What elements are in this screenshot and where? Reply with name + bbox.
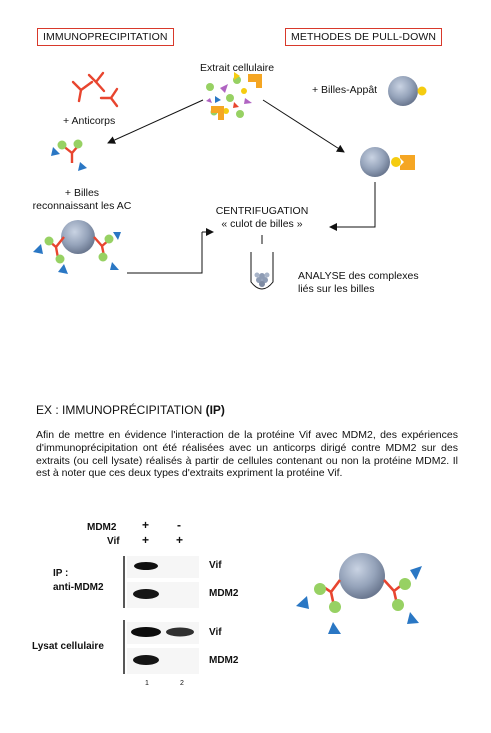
bait-bead-complex	[360, 147, 415, 177]
antibody-step-label: + Anticorps	[63, 115, 116, 127]
bait-bead	[388, 76, 427, 106]
lane-number-2: 2	[180, 680, 184, 687]
centrifugation-line2: « culot de billes »	[221, 218, 303, 230]
lane-number-1: 1	[145, 680, 149, 687]
extract-label: Extrait cellulaire	[200, 62, 275, 74]
band-label-vif-lysate: Vif	[209, 627, 222, 638]
antibody-antigen-complex	[51, 139, 87, 171]
lane2-mdm2-sign: -	[177, 518, 181, 532]
band-label-mdm2-ip: MDM2	[209, 588, 239, 599]
beads-step-label: + Billes reconnaissant les AC	[23, 187, 141, 213]
immunoprecipitation-label: IMMUNOPRECIPITATION	[37, 28, 174, 46]
example-paragraph: Afin de mettre en évidence l'interaction…	[36, 429, 458, 480]
antibody-bead-large	[296, 553, 422, 634]
row-label-vif: Vif	[107, 536, 120, 547]
band-label-vif-ip: Vif	[209, 560, 222, 571]
example-title: EX : IMMUNOPRÉCIPITATION (IP)	[36, 403, 225, 417]
free-antibodies	[71, 71, 119, 108]
lysate-blot-panel	[127, 622, 199, 674]
example-title-prefix: EX : IMMUNOPRÉCIPITATION	[36, 403, 206, 417]
centrifuge-tube	[250, 252, 274, 290]
band-label-mdm2-lysate: MDM2	[209, 655, 239, 666]
lane1-mdm2-sign: +	[142, 518, 150, 532]
lane2-vif-sign: +	[176, 533, 184, 547]
bait-step-label: + Billes-Appât	[312, 84, 378, 96]
analysis-line1: ANALYSE des complexes	[298, 270, 419, 282]
analysis-label: ANALYSE des complexes liés sur les bille…	[298, 270, 419, 296]
pull-down-label: METHODES DE PULL-DOWN	[285, 28, 443, 46]
analysis-line2: liés sur les billes	[298, 283, 375, 295]
lysate-label: Lysat cellulaire	[32, 641, 104, 652]
ip-label-line1: IP :	[53, 568, 69, 579]
process-arrows	[107, 99, 376, 274]
cell-extract-mixture	[206, 72, 262, 120]
beads-label-line2: reconnaissant les AC	[32, 200, 132, 212]
example-title-bold: (IP)	[205, 403, 225, 417]
row-label-mdm2: MDM2	[87, 522, 117, 533]
ip-label: IP : anti-MDM2	[53, 567, 104, 595]
lane1-vif-sign: +	[142, 533, 150, 547]
beads-label-line1: + Billes	[64, 187, 100, 199]
centrifugation-label: CENTRIFUGATION « culot de billes »	[206, 205, 318, 231]
ip-label-line2: anti-MDM2	[53, 582, 104, 593]
antibody-bead-complex	[33, 220, 121, 274]
ip-blot-panel	[127, 556, 199, 608]
centrifugation-line1: CENTRIFUGATION	[215, 205, 309, 217]
